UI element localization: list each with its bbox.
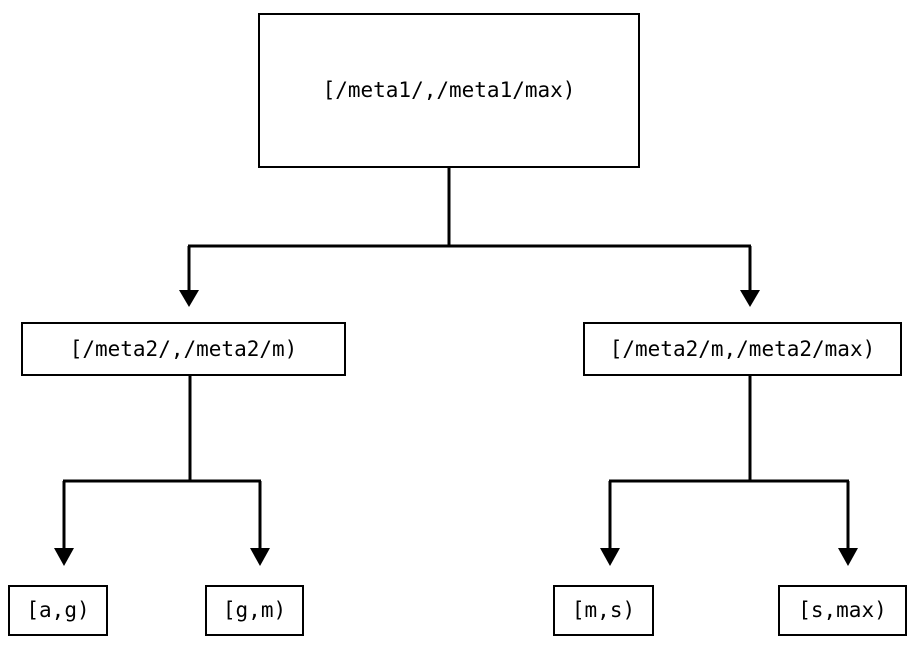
tree-node-root-label: [/meta1/,/meta1/max) [322, 78, 576, 102]
arrowhead-leaf-ms-icon [600, 548, 620, 566]
tree-node-leaf-ms[interactable]: [m,s) [553, 585, 654, 636]
tree-node-mid-right-label: [/meta2/m,/meta2/max) [609, 336, 876, 361]
tree-node-leaf-ag[interactable]: [a,g) [8, 585, 108, 636]
tree-node-mid-left[interactable]: [/meta2/,/meta2/m) [21, 322, 346, 376]
tree-node-leaf-gm-label: [g,m) [222, 598, 287, 622]
tree-node-leaf-gm[interactable]: [g,m) [205, 585, 304, 636]
tree-node-leaf-smax-label: [s,max) [798, 598, 887, 622]
edge-mid-left-to-leaves-group [54, 376, 270, 566]
edge-root-to-mid-group [179, 168, 760, 307]
arrowhead-leaf-gm-icon [250, 548, 270, 566]
tree-node-leaf-ms-label: [m,s) [571, 598, 636, 622]
arrowhead-leaf-smax-icon [838, 548, 858, 566]
tree-node-root[interactable]: [/meta1/,/meta1/max) [258, 13, 640, 168]
arrowhead-mid-right-icon [740, 290, 760, 307]
edge-mid-right-to-leaves-group [600, 376, 858, 566]
tree-node-mid-left-label: [/meta2/,/meta2/m) [69, 336, 298, 361]
arrowhead-mid-left-icon [179, 290, 199, 307]
tree-node-leaf-smax[interactable]: [s,max) [778, 585, 907, 636]
tree-node-mid-right[interactable]: [/meta2/m,/meta2/max) [583, 322, 902, 376]
arrowhead-leaf-ag-icon [54, 548, 74, 566]
tree-node-leaf-ag-label: [a,g) [26, 598, 90, 622]
